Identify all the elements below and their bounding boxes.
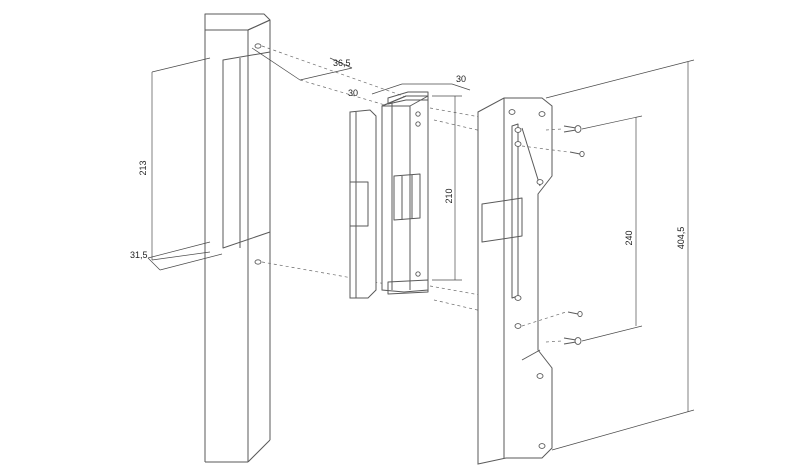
plate-hole-9	[538, 443, 546, 449]
plate-latch-cutout	[481, 197, 523, 243]
dimension-213: 213	[138, 57, 211, 261]
screw-top-small	[569, 150, 585, 158]
plate-hole-5	[536, 179, 544, 185]
post-cutout	[222, 51, 271, 249]
plate-hole-8	[536, 373, 544, 379]
dimension-36-5: 36,5	[251, 47, 353, 81]
strike-bottom-block	[387, 279, 429, 295]
post-hole-top	[254, 43, 262, 49]
dimension-210: 210	[432, 95, 462, 281]
dim-30-right-label: 30	[456, 74, 466, 84]
dimension-30-pair: 30 30	[348, 74, 471, 98]
lock-face-plate	[349, 109, 377, 299]
dim-31-5-label: 31,5	[130, 250, 148, 260]
post-hole-bottom	[254, 259, 262, 265]
plate-hole-1	[508, 109, 516, 115]
plate-hole-2	[538, 111, 546, 117]
screw-top-large	[563, 125, 582, 133]
dim-404-5-label: 404,5	[676, 227, 686, 250]
dim-36-5-label: 36,5	[333, 58, 351, 68]
plate-hole-7	[514, 323, 522, 329]
plate-hole-3	[514, 127, 522, 133]
strike-latch-keep	[393, 173, 421, 221]
strike-screw-bottom	[415, 271, 421, 277]
dimension-31-5: 31,5	[130, 241, 223, 271]
face-plate-outline	[349, 109, 377, 299]
face-plate-notch	[356, 181, 369, 227]
strike-top-block	[387, 91, 429, 105]
mounting-plate-outline	[477, 97, 553, 465]
screw-bottom-large	[563, 337, 582, 345]
mounting-plate	[477, 97, 553, 465]
screw-bottom-small	[567, 310, 583, 318]
dim-213-label: 213	[138, 160, 148, 175]
dimension-404-5: 404,5	[545, 59, 695, 451]
strike-screw-top-2	[415, 121, 421, 127]
plate-hole-4	[514, 141, 522, 147]
plate-hole-6	[514, 295, 522, 301]
electric-strike-body	[381, 91, 429, 295]
square-post	[204, 13, 271, 463]
screws	[521, 125, 585, 345]
strike-screw-top	[415, 111, 421, 117]
dim-30-left-label: 30	[348, 88, 358, 98]
dimension-240: 240	[581, 115, 643, 342]
strike-body-outline	[381, 95, 429, 293]
dim-240-label: 240	[624, 230, 634, 245]
dim-210-label: 210	[444, 188, 454, 203]
post-top-face	[204, 13, 271, 31]
